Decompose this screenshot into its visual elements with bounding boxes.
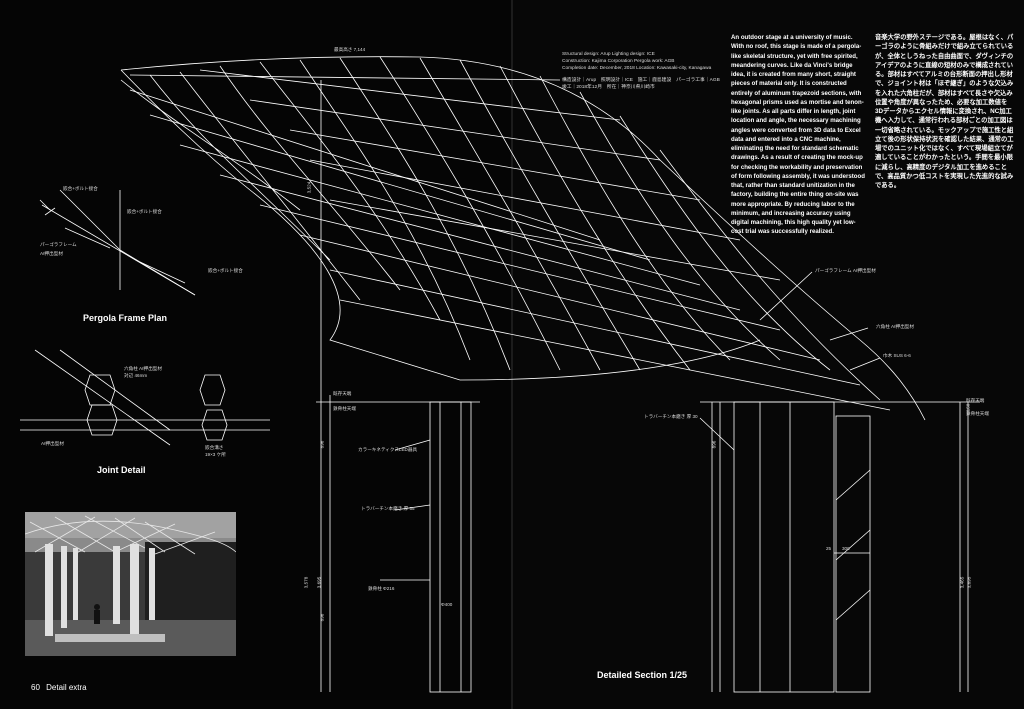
english-body-text: An outdoor stage at a university of musi… xyxy=(731,34,865,236)
annotation-joint-bolt-bottom: 嵌合+ボルト接合 xyxy=(208,268,243,273)
photo-illustration xyxy=(25,512,236,656)
joint-detail-caption: Joint Detail xyxy=(97,465,146,475)
annotation-slot: 嵌合溝さ xyxy=(205,445,224,450)
dimension-3578: 3,578 xyxy=(303,576,309,589)
pergola-photo xyxy=(25,512,236,656)
column-right xyxy=(733,401,835,693)
dimension-25: 25 xyxy=(826,546,832,551)
annotation-top-height: 最高高さ 7,144 xyxy=(334,47,366,52)
annotation-base-right: 巾木 SUS 6-6 xyxy=(883,353,911,358)
dimension-3524: 3,524 xyxy=(306,181,312,194)
dimension-3695-left: 3,695 xyxy=(316,576,322,589)
annotation-travertine-right: トラバーチン本磨き 厚 30 xyxy=(644,414,698,419)
dimension-3465: 3,465 xyxy=(959,576,965,589)
dimension-150: 150 xyxy=(965,403,971,412)
annotation-steel-top-right: 鉄骨柱天端 xyxy=(966,411,989,416)
frame-plan-caption: Pergola Frame Plan xyxy=(83,313,168,323)
annotation-joint-bolt-mid: 嵌合+ボルト接合 xyxy=(127,209,162,214)
column-left xyxy=(429,401,472,693)
section-name: Detail extra xyxy=(46,683,87,692)
annotation-al-material: Aℓ押出型材 xyxy=(41,441,64,446)
dimension-896-a: 896 xyxy=(319,440,325,449)
canopy-outline xyxy=(120,56,926,421)
annotation-existing-top-right: 既存天端 xyxy=(966,398,985,403)
credit-line: Construction: Kajima Corporation Pergola… xyxy=(562,59,675,64)
annotation-steel-column: 鉄骨柱 Φ216 xyxy=(368,586,395,591)
credit-line: 竣工｜2018年12月 所在｜神奈川県川崎市 xyxy=(562,85,655,90)
annotation-hex-dim: 対辺 46mm xyxy=(124,373,148,378)
credit-line: 構造設計｜Arup 照明設計｜ICE 施工｜鹿島建設 パーゴラ工事｜AGB xyxy=(562,78,720,83)
folio: 60 Detail extra xyxy=(31,683,87,692)
annotation-led: カラーキネティクスLED器具 xyxy=(358,447,418,452)
annotation-pergola-frame-right: パーゴラフレーム Aℓ押出型材 xyxy=(815,268,876,273)
dimension-896-b: 896 xyxy=(319,613,325,622)
annotation-joint-bolt-top: 嵌合+ボルト接合 xyxy=(63,186,98,191)
credit-line: Structural design: Arup Lighting design:… xyxy=(562,52,655,57)
right-page xyxy=(512,0,1024,709)
annotation-travertine-left: トラバーチン本磨き 厚 55 xyxy=(361,506,415,511)
annotation-slot-dim: 19×3 ケ所 xyxy=(205,452,226,457)
dimension-300: 300 xyxy=(842,546,850,551)
annotation-steel-top-left: 鉄骨柱天端 xyxy=(333,406,356,411)
dimension-896-c: 896 xyxy=(711,440,717,449)
annotation-hex-column-right: 六角柱 Aℓ押出型材 xyxy=(876,324,914,329)
annotation-hex-column: 六角柱 Aℓ押出型材 xyxy=(124,366,162,371)
page-number: 60 xyxy=(31,683,40,692)
annotation-existing-top-left: 既存天端 xyxy=(333,391,352,396)
credit-line: Completion date: December, 2018 Location… xyxy=(562,66,712,71)
section-caption: Detailed Section 1/25 xyxy=(597,670,688,680)
dimension-3695-right: 3,695 xyxy=(966,576,972,589)
japanese-body-text: 音楽大学の野外ステージである。屋根はなく、パーゴラのように骨組みだけで組み立てら… xyxy=(875,34,1014,189)
gutter xyxy=(511,0,513,709)
annotation-pergola-material: Aℓ押出型材 xyxy=(40,251,63,256)
project-credits: Structural design: Arup Lighting design:… xyxy=(562,51,727,91)
annotation-pergola-frame: パーゴラフレーム xyxy=(40,242,77,247)
annotation-diameter: Φ400 xyxy=(441,602,453,607)
